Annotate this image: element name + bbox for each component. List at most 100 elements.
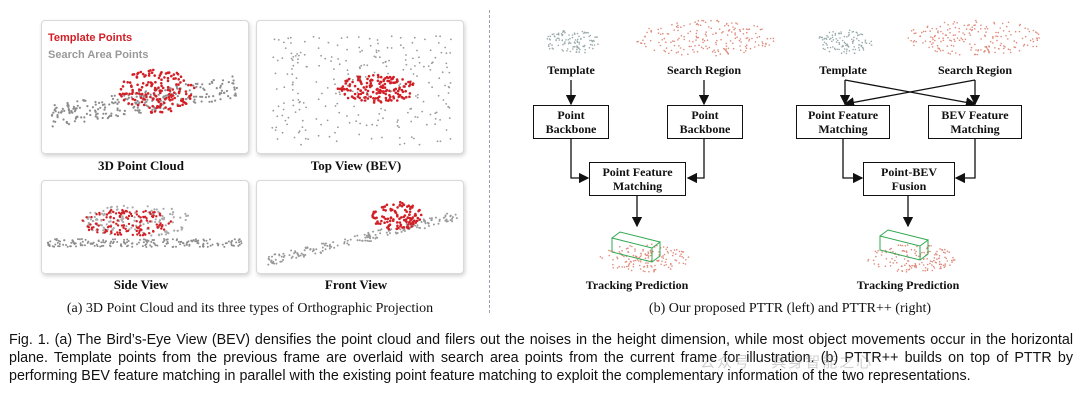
- point-dot: [364, 88, 367, 91]
- point-dot: [403, 142, 406, 145]
- point-dot: [412, 219, 416, 222]
- point-dot: [984, 27, 986, 30]
- point-dot: [952, 34, 955, 36]
- point-dot: [353, 92, 357, 96]
- point-dot: [83, 116, 86, 119]
- arrow-bev-matching-to-fusion: [954, 139, 976, 184]
- point-dot: [290, 57, 293, 60]
- point-dot: [136, 100, 139, 103]
- point-dot: [306, 246, 309, 249]
- point-dot: [626, 265, 628, 268]
- point-dot: [1037, 33, 1040, 36]
- point-dot: [725, 42, 727, 45]
- point-dot: [949, 39, 951, 41]
- point-dot: [78, 106, 81, 109]
- point-dot: [267, 263, 270, 266]
- point-dot: [126, 229, 130, 232]
- point-dot: [854, 48, 857, 51]
- point-dot: [221, 82, 224, 85]
- point-dot: [895, 256, 898, 258]
- point-dot: [731, 22, 733, 24]
- point-dot: [915, 266, 917, 269]
- point-dot: [191, 240, 194, 243]
- point-dot: [282, 252, 285, 255]
- point-dot: [94, 218, 98, 221]
- point-dot: [874, 250, 877, 253]
- point-dot: [407, 227, 410, 230]
- point-dot: [139, 234, 142, 237]
- point-dot: [144, 93, 147, 96]
- point-dot: [182, 242, 185, 245]
- point-dot: [648, 270, 650, 273]
- point-dot: [431, 86, 433, 89]
- point-dot: [158, 224, 161, 227]
- point-dot: [889, 261, 891, 264]
- point-dot: [665, 258, 668, 261]
- point-dot: [317, 47, 320, 49]
- point-dot: [680, 253, 682, 255]
- point-dot: [116, 109, 119, 112]
- point-dot: [138, 101, 141, 104]
- point-dot: [158, 212, 161, 215]
- point-dot: [400, 204, 404, 208]
- point-dot: [571, 34, 574, 36]
- point-dot: [448, 71, 451, 74]
- point-dot: [719, 53, 722, 55]
- point-dot: [732, 26, 734, 28]
- point-dot: [949, 264, 951, 266]
- point-dot: [858, 47, 860, 49]
- point-dot: [612, 267, 615, 269]
- point-dot: [572, 48, 574, 50]
- point-dot: [356, 75, 360, 79]
- point-dot: [201, 83, 204, 86]
- point-dot: [928, 244, 930, 247]
- point-dot: [562, 43, 564, 46]
- point-dot: [884, 265, 887, 268]
- point-dot: [132, 106, 135, 109]
- point-dot: [938, 37, 940, 40]
- point-dot: [1038, 37, 1040, 39]
- point-dot: [321, 92, 323, 95]
- legend-template-points: Template Points: [48, 32, 133, 44]
- point-dot: [122, 98, 126, 102]
- point-dot: [940, 40, 942, 43]
- point-dot: [104, 106, 107, 109]
- point-dot: [231, 239, 233, 242]
- point-dot: [831, 36, 834, 39]
- point-dot: [142, 97, 145, 101]
- point-dot: [130, 85, 133, 89]
- point-dot: [661, 260, 663, 263]
- point-dot: [292, 81, 294, 84]
- point-dot: [665, 248, 667, 251]
- pttrpp-template-label: Template: [819, 63, 867, 77]
- point-dot: [430, 62, 433, 65]
- point-dot: [675, 259, 678, 262]
- point-dot: [597, 43, 599, 45]
- point-dot: [852, 40, 854, 43]
- point-dot: [83, 120, 86, 123]
- point-dot: [139, 88, 142, 92]
- point-dot: [346, 96, 350, 100]
- point-dot: [1021, 37, 1024, 40]
- point-dot: [995, 31, 997, 34]
- point-dot: [96, 228, 99, 231]
- point-dot: [742, 33, 745, 35]
- point-dot: [939, 267, 941, 270]
- point-dot: [351, 90, 354, 93]
- point-dot: [992, 42, 994, 44]
- point-dot: [317, 98, 320, 101]
- point-dot: [398, 203, 402, 207]
- point-dot: [640, 252, 642, 255]
- point-dot: [639, 260, 642, 263]
- point-dot: [87, 228, 91, 232]
- point-dot: [942, 49, 944, 52]
- point-dot: [54, 238, 57, 241]
- point-dot: [291, 255, 294, 258]
- point-dot: [646, 266, 649, 268]
- point-dot: [555, 39, 557, 42]
- point-dot: [76, 100, 79, 103]
- point-dot: [745, 37, 748, 40]
- point-dot: [274, 258, 277, 261]
- point-dot: [366, 93, 369, 96]
- point-dot: [338, 63, 341, 66]
